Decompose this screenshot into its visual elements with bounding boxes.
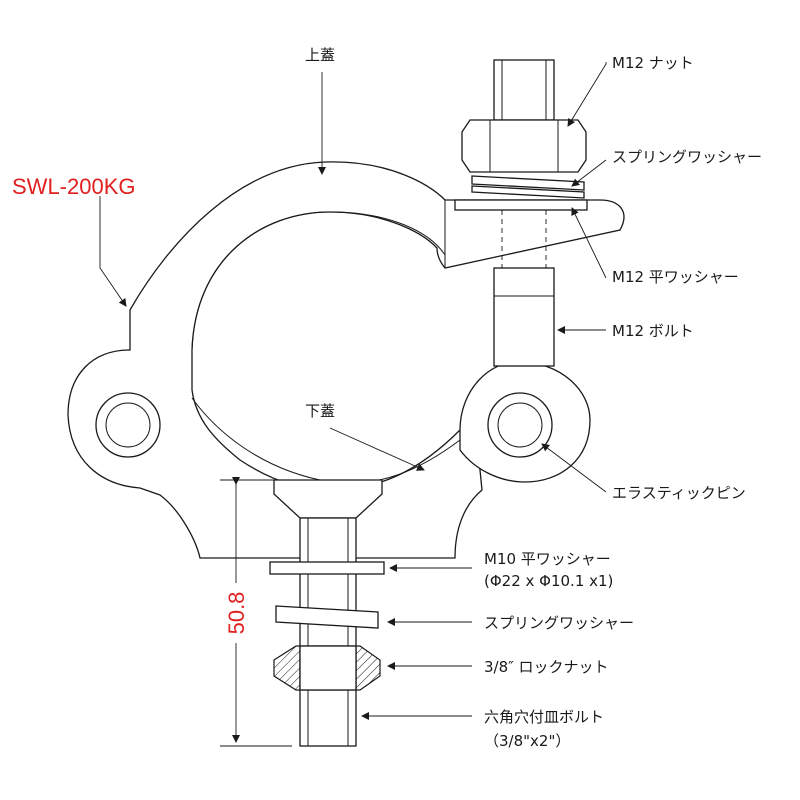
m12-flat-washer [454, 199, 588, 211]
label-lower-cover: 下蓋 [305, 402, 335, 420]
dimension-value: 50.8 [224, 592, 249, 635]
label-hex-socket-bolt-spec: （3/8"x2"） [484, 732, 570, 750]
m12-bolt-assembly [454, 59, 588, 367]
dimension-50-8: 50.8 [220, 477, 292, 747]
dim-label-bg [222, 583, 250, 643]
m12-bolt-thread-top [493, 59, 555, 121]
right-pin-boss [487, 392, 553, 458]
left-pin [105, 402, 151, 448]
left-pin-boss [95, 392, 161, 458]
label-upper-cover: 上蓋 [305, 46, 335, 64]
label-spring-washer-bottom: スプリングワッシャー [484, 614, 634, 632]
m10-flat-washer [269, 561, 385, 575]
label-m12-bolt: M12 ボルト [612, 322, 694, 340]
model-leader [99, 196, 127, 307]
label-elastic-pin: エラスティックピン [612, 484, 746, 502]
label-lock-nut: 3/8″ ロックナット [484, 658, 609, 676]
hex-bolt-assembly [269, 479, 385, 747]
leader-lower-cover [329, 427, 425, 471]
m12-nut [461, 119, 587, 173]
model-label: SWL-200KG [12, 174, 136, 199]
label-spring-washer-top: スプリングワッシャー [612, 148, 762, 166]
hex-socket-bolt-shank [299, 517, 357, 747]
spring-washer-top-coil [471, 185, 585, 199]
label-hex-socket-bolt: 六角穴付皿ボルト [484, 708, 604, 726]
spring-washer-top [471, 175, 585, 191]
clamp-body [67, 161, 625, 559]
label-m10-flat-washer: M10 平ワッシャー [484, 550, 611, 568]
leader-m12-nut [567, 62, 607, 127]
label-m12-nut: M12 ナット [612, 54, 694, 72]
bore-outline [191, 211, 446, 351]
leader-m12-flat-washer [571, 207, 607, 279]
m12-bolt-shank [493, 267, 555, 367]
right-pin [497, 402, 543, 448]
label-m12-flat-washer: M12 平ワッシャー [612, 268, 739, 286]
lock-nut-bore [299, 645, 357, 691]
clamp-outline [67, 161, 625, 559]
label-m10-flat-washer-spec: (Φ22 x Φ10.1 x1) [484, 572, 613, 590]
spring-washer-bottom [275, 605, 379, 629]
leader-elastic-pin [541, 443, 607, 493]
leader-spring-washer-top [571, 159, 607, 187]
